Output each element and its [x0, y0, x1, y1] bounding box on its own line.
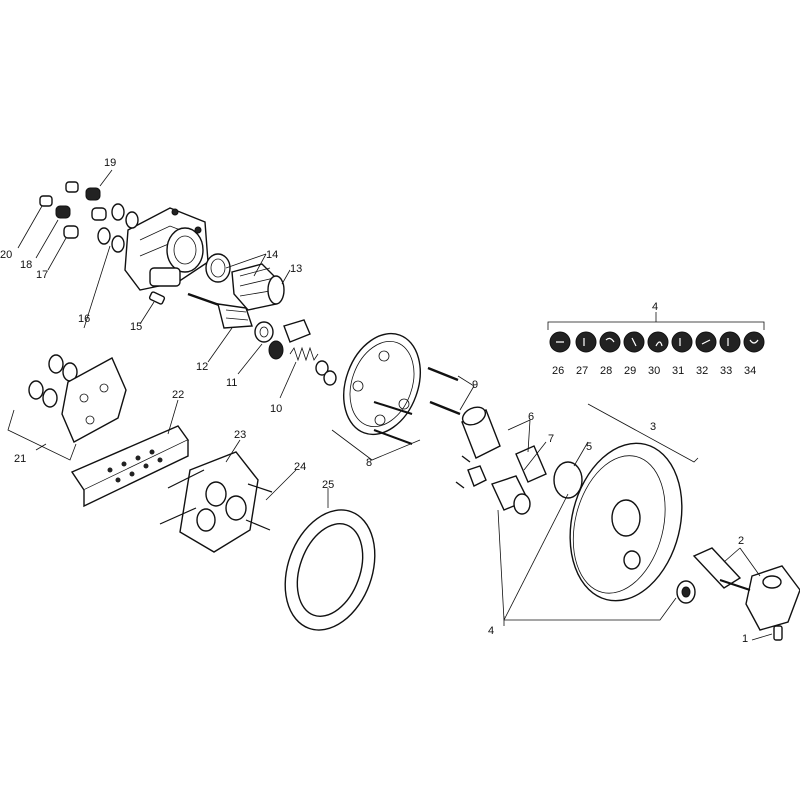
part-2-handle: [692, 547, 800, 631]
label-13: 13: [290, 263, 302, 275]
label-4-top: 4: [652, 301, 658, 313]
label-4-bottom: 4: [488, 625, 494, 637]
label-27: 27: [576, 365, 588, 377]
label-21: 21: [14, 453, 26, 465]
handle-caps-26-34: [547, 312, 765, 353]
part-16-o-rings: [28, 354, 78, 408]
part-9-screws: [373, 366, 461, 445]
label-28: 28: [600, 365, 612, 377]
valve-body: [124, 207, 209, 291]
label-8: 8: [366, 457, 372, 469]
label-12: 12: [196, 361, 208, 373]
label-15: 15: [130, 321, 142, 333]
part-8-plate: [343, 332, 421, 436]
part-10-spring: [268, 340, 337, 386]
part-25-ring: [284, 509, 376, 631]
label-7: 7: [548, 433, 554, 445]
label-10: 10: [270, 403, 282, 415]
part-1-screw: [773, 625, 783, 641]
label-20: 20: [0, 249, 12, 261]
part-23-block: [159, 451, 273, 553]
label-32: 32: [696, 365, 708, 377]
label-31: 31: [672, 365, 684, 377]
label-33: 33: [720, 365, 732, 377]
label-29: 29: [624, 365, 636, 377]
label-16: 16: [78, 313, 90, 325]
label-25: 25: [322, 479, 334, 491]
part-4-insert: [676, 580, 696, 604]
part-6-sleeve: [461, 406, 547, 483]
label-14: 14: [266, 249, 278, 261]
part-15-screw: [148, 291, 166, 305]
label-26: 26: [552, 365, 564, 377]
label-19: 19: [104, 157, 116, 169]
label-1: 1: [742, 633, 748, 645]
label-22: 22: [172, 389, 184, 401]
part-14-ring: [205, 253, 231, 283]
label-5: 5: [586, 441, 592, 453]
label-30: 30: [648, 365, 660, 377]
part-13-cartridge: [231, 263, 285, 311]
label-6: 6: [528, 411, 534, 423]
part-3-cover: [569, 442, 683, 602]
callout-labels: 1 2 3 4 4 5 6 7 8 9 10 11 12 13 14 15 16…: [0, 157, 756, 645]
part-7-clip: [455, 455, 531, 515]
label-34: 34: [744, 365, 756, 377]
label-24: 24: [294, 461, 306, 473]
part-5-ring: [553, 461, 583, 499]
label-18: 18: [20, 259, 32, 271]
leader-lines: [7, 169, 773, 641]
label-9: 9: [472, 379, 478, 391]
label-17: 17: [36, 269, 48, 281]
part-12-spindle: [187, 292, 253, 329]
part-11-nut: [254, 319, 311, 343]
label-23: 23: [234, 429, 246, 441]
part-17-20-fittings: [39, 181, 107, 239]
part-21-plate: [61, 357, 127, 443]
label-11: 11: [226, 377, 237, 389]
o-rings-upper: [97, 203, 139, 253]
label-3: 3: [650, 421, 656, 433]
label-2: 2: [738, 535, 744, 547]
part-22-bracket: [70, 425, 190, 508]
